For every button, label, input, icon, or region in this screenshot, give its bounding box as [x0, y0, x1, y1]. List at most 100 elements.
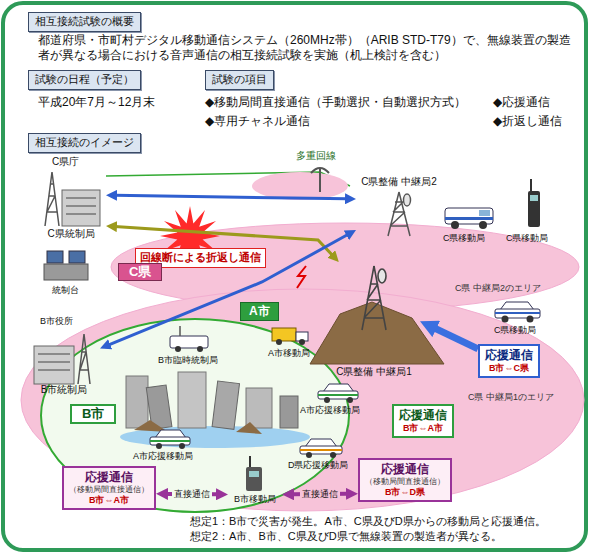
city-illustration [126, 376, 148, 428]
city-illustration [178, 372, 206, 428]
box-text: B市⇔D県 [365, 487, 445, 498]
city-office-icon [34, 346, 74, 384]
console-icon [44, 264, 88, 280]
city-illustration [246, 388, 272, 428]
vehicle-icon [179, 326, 181, 336]
icon-caption: D県応援移動局 [288, 460, 349, 471]
vehicle-icon [318, 394, 358, 396]
vehicle-icon [300, 446, 342, 454]
city-area-outline [41, 319, 349, 512]
vehicle-icon [179, 443, 185, 449]
section-heading: 相互接続のイメージ [28, 133, 141, 153]
box-text: A市 [249, 304, 270, 319]
test-item: ◆移動局間直接通信（手動選択・自動選択方式） [205, 95, 466, 110]
handheld-radio-icon [249, 471, 259, 477]
scenario-note: 想定2：A市、B市、C県及びD県で無線装置の製造者が異なる。 [190, 530, 502, 544]
handheld-radio-icon [246, 467, 262, 491]
handheld-radio-icon [530, 195, 538, 201]
summary-text: 都道府県・市町村デジタル移動通信システム（260MHz帯）（ARIB STD-T… [38, 33, 578, 63]
box-text: 試験の項目 [212, 73, 267, 87]
box-text: B市⇔A市 [399, 423, 447, 434]
handheld-radio-icon [528, 179, 540, 227]
test-item: ◆折返し通信 [493, 114, 562, 129]
test-item: ◆専用チャネル通信 [205, 114, 310, 129]
icon-caption: C県移動局 [443, 233, 486, 244]
box-text: 応援通信 [69, 470, 149, 485]
icon-caption: A市応援移動局 [300, 405, 360, 416]
console-icon [47, 251, 63, 263]
vehicle-icon [156, 443, 162, 449]
icon-caption: B市役所 [40, 316, 73, 327]
base-station: C県統制局 [36, 170, 106, 241]
box-text: 回線断による折返し通信 [140, 251, 261, 265]
section-heading: 相互接続試験の概要 [28, 12, 141, 32]
area-label: C県 [118, 263, 162, 281]
box-text: 応援通信 [399, 408, 447, 423]
icon-caption: C県移動局 [494, 325, 537, 336]
box-text: （移動局間直接通信） [69, 485, 149, 495]
box-text: B市⇔A市 [69, 495, 149, 506]
callout-box: 応援通信B市⇔C県 [478, 344, 540, 378]
callout-box: 応援通信B市⇔A市 [392, 404, 454, 438]
prefecture-office-icon [66, 198, 96, 214]
text-slot: C県 中継局2のエリア [455, 283, 541, 294]
area-label: B市 [70, 404, 116, 424]
text-slot: C県 [118, 263, 162, 281]
text-slot: C県 中継局1のエリア [468, 392, 554, 403]
station-caption: B市移動局 [228, 494, 282, 505]
prefecture-office-icon [45, 172, 100, 226]
relay-tower-icon [378, 269, 386, 283]
area-label: C県 中継局1のエリア [468, 392, 554, 403]
icon-caption: B市臨時統制局 [158, 355, 218, 366]
area-label: C県 中継局2のエリア [455, 283, 541, 294]
section-heading: 試験の日程（予定） [28, 70, 141, 90]
vehicle-icon [495, 309, 540, 318]
vehicle-icon [324, 397, 330, 403]
console-icon [69, 251, 85, 263]
test-item: ◆応援通信 [493, 95, 550, 110]
city-illustration [280, 396, 298, 428]
schedule-text: 平成20年7月～12月末 [38, 95, 155, 110]
vehicle-icon [479, 210, 490, 216]
vehicle-icon [495, 302, 540, 323]
vehicle-icon [445, 217, 493, 220]
vehicle-icon [445, 208, 493, 224]
icon-caption: C県移動局 [506, 233, 549, 244]
vehicle-icon [150, 440, 190, 442]
prefecture-office-icon [62, 190, 100, 226]
antenna-icon [319, 168, 321, 192]
icon-caption: A市応援移動局 [133, 451, 193, 462]
station-caption: C県整備 中継局1 [328, 366, 420, 379]
box-text: 相互接続のイメージ [35, 136, 134, 150]
coverage-area-outline [21, 289, 584, 511]
vehicle-icon [197, 346, 203, 352]
box-text: B市⇔C県 [485, 363, 533, 374]
connector-label: 直接通信 [172, 489, 212, 500]
mobile-station: B市移動局 [228, 452, 282, 505]
scenario-note: 想定1：B市で災害が発生。A市、C県及びD県からの移動局と応援通信。 [190, 515, 546, 529]
antenna-icon [311, 168, 329, 192]
icon-caption: A市移動局 [268, 348, 310, 359]
city-label-box: A市 [240, 302, 279, 321]
city-office-icon [38, 354, 70, 370]
vehicle-icon [300, 449, 342, 451]
vehicle-icon [347, 397, 353, 403]
vehicle-icon [502, 316, 509, 323]
icon-caption: C県庁 [52, 156, 79, 169]
area-blob [252, 172, 348, 200]
handheld-radio-icon [528, 191, 540, 227]
vehicle-icon [276, 339, 282, 345]
vehicle-icon [272, 328, 296, 341]
handheld-radio-icon [249, 456, 251, 468]
vehicle-icon [527, 316, 534, 323]
box-text: 応援通信 [485, 348, 533, 363]
vehicle-icon [306, 452, 312, 458]
vehicle-icon [495, 312, 540, 314]
handheld-radio-icon [530, 179, 532, 192]
area-blob [252, 172, 348, 200]
vehicle-icon [175, 346, 181, 352]
station-caption: C県統制局 [36, 228, 106, 241]
callout-box: 応援通信（移動局間直接通信）B市⇔A市 [62, 466, 156, 510]
antenna-icon [311, 168, 329, 173]
